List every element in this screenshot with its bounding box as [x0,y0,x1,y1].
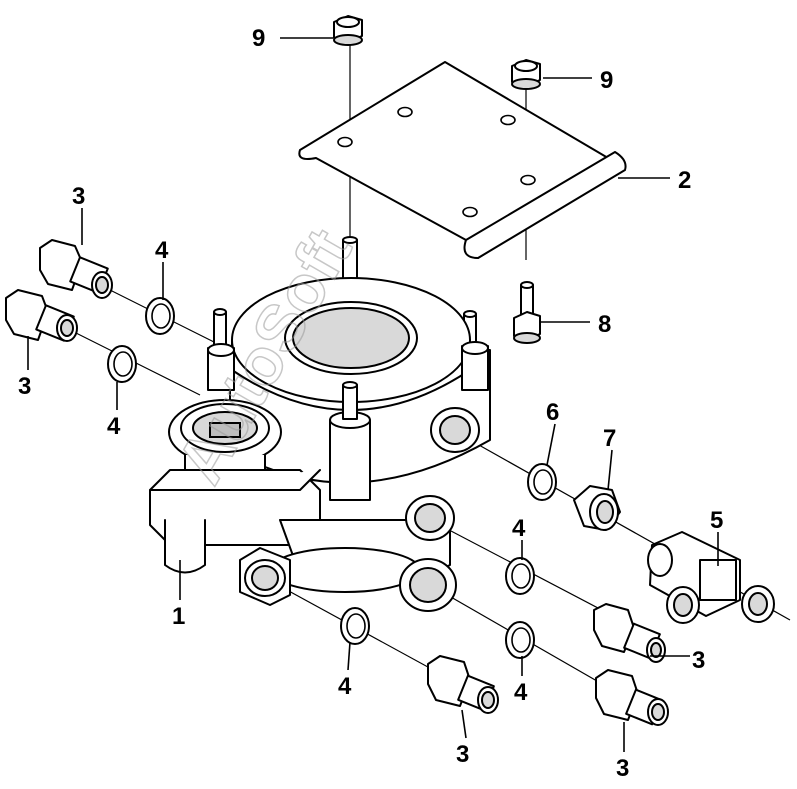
tee-fitting-5 [647,531,775,624]
callout-3-right-lower: 3 [616,755,629,782]
callout-4-upper: 4 [155,237,169,264]
callout-4-left: 4 [107,413,121,440]
fitting-3-right-lower [595,669,669,726]
washer-4-bottom [340,607,370,645]
callout-1: 1 [172,603,185,630]
callout-9-top-right: 9 [600,67,613,94]
callout-3-lower-left: 3 [18,373,31,400]
callout-leaders [27,37,719,752]
washer-4-left [107,345,137,383]
callout-2: 2 [678,167,691,194]
callout-4-mid-right: 4 [512,515,526,542]
callout-3-right-upper: 3 [692,647,705,674]
hex-nut-8 [513,311,541,344]
callout-4-lower-right: 4 [514,679,528,706]
callout-3-bottom: 3 [456,741,469,768]
mounting-bracket [298,61,627,259]
callout-3-upper-left: 3 [72,183,85,210]
callout-9-top-left: 9 [252,25,265,52]
callout-4-bottom: 4 [338,673,352,700]
washer-4-lower-right [505,621,535,659]
hex-nut-7 [573,485,621,531]
flange-nut-top-left [333,15,363,46]
callout-7: 7 [603,425,616,452]
fitting-3-upper-left [39,239,113,299]
washer-4-mid-right [505,557,535,595]
fitting-3-bottom [427,655,499,714]
flange-nut-top-right [511,59,541,90]
washer-6 [527,463,557,501]
callout-5: 5 [710,507,723,534]
fitting-3-lower-left [5,289,78,342]
callout-6: 6 [546,399,559,426]
valve-body [149,236,534,612]
fitting-3-right-upper [593,603,666,663]
callout-labels: 9 9 2 8 3 3 4 4 6 7 5 4 3 1 4 4 3 3 [18,25,723,782]
callout-8: 8 [598,311,611,338]
washer-4-upper [145,297,175,335]
